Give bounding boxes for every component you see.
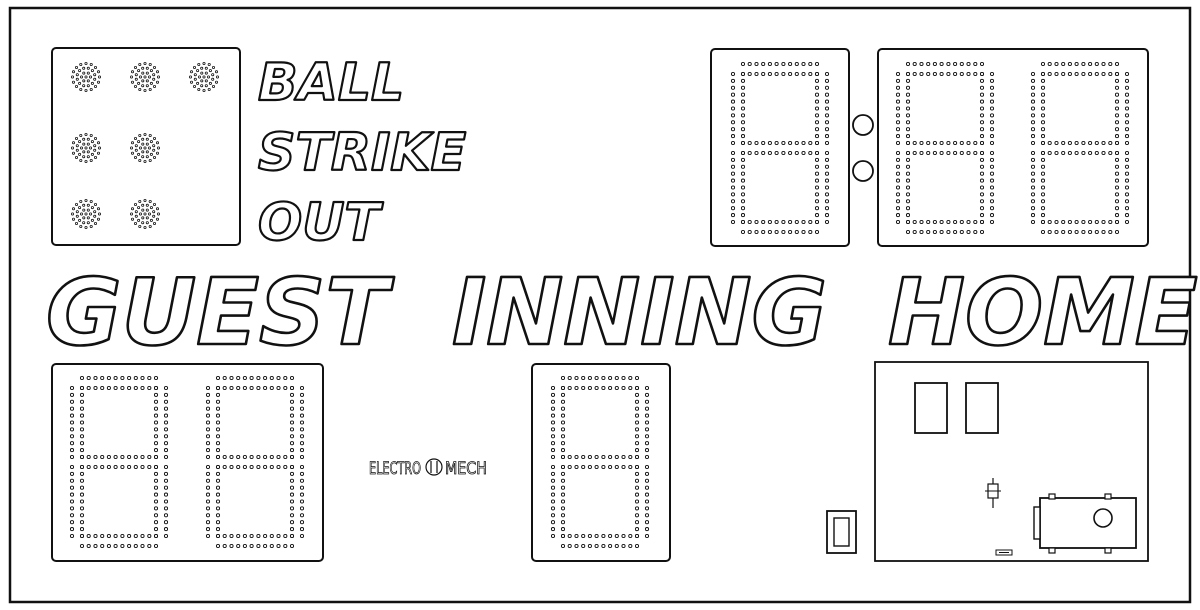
digit-dot-matrix <box>730 61 830 235</box>
clock-seconds-panel <box>877 48 1149 247</box>
clock-colon-dot-lower <box>852 160 874 182</box>
controller-knob-icon <box>1093 508 1113 528</box>
home-window-left <box>914 382 948 434</box>
digit-dot-matrix <box>1030 61 1130 235</box>
electro-mech-logo: ELECTRO MECH <box>369 458 487 479</box>
count-indicator-lights <box>71 62 219 229</box>
controller-box-icon <box>1033 493 1137 554</box>
digit-dot-matrices <box>69 61 1130 549</box>
clock-minutes-panel <box>710 48 850 247</box>
home-label: HOME <box>888 259 1198 366</box>
outlet-plate-icon <box>826 510 857 554</box>
indicator-light-icon <box>71 62 102 93</box>
indicator-light-icon <box>129 62 160 93</box>
indicator-light-icon <box>188 62 219 93</box>
digit-dot-matrix <box>895 61 995 235</box>
logo-right-text: MECH <box>445 459 487 479</box>
digit-dot-matrix <box>205 375 305 549</box>
count-indicator-panel <box>51 47 241 246</box>
strike-label: STRIKE <box>258 123 466 183</box>
indicator-light-icon <box>129 198 160 229</box>
inning-label: INNING <box>452 259 827 366</box>
switch-icon <box>985 478 1001 508</box>
home-window-right <box>965 382 999 434</box>
digit-dot-matrix <box>69 375 169 549</box>
inning-panel <box>531 363 671 562</box>
logo-left-text: ELECTRO <box>369 459 421 479</box>
out-label: OUT <box>258 193 383 253</box>
ball-label: BALL <box>258 53 404 113</box>
indicator-light-icon <box>129 132 160 163</box>
logo-emblem-icon <box>425 458 443 476</box>
connector-icon <box>995 549 1013 556</box>
indicator-light-icon <box>71 198 102 229</box>
guest-score-panel <box>51 363 324 562</box>
clock-colon-dot-upper <box>852 114 874 136</box>
digit-dot-matrix <box>550 375 650 549</box>
indicator-light-icon <box>71 132 102 163</box>
guest-label: GUEST <box>46 259 394 366</box>
